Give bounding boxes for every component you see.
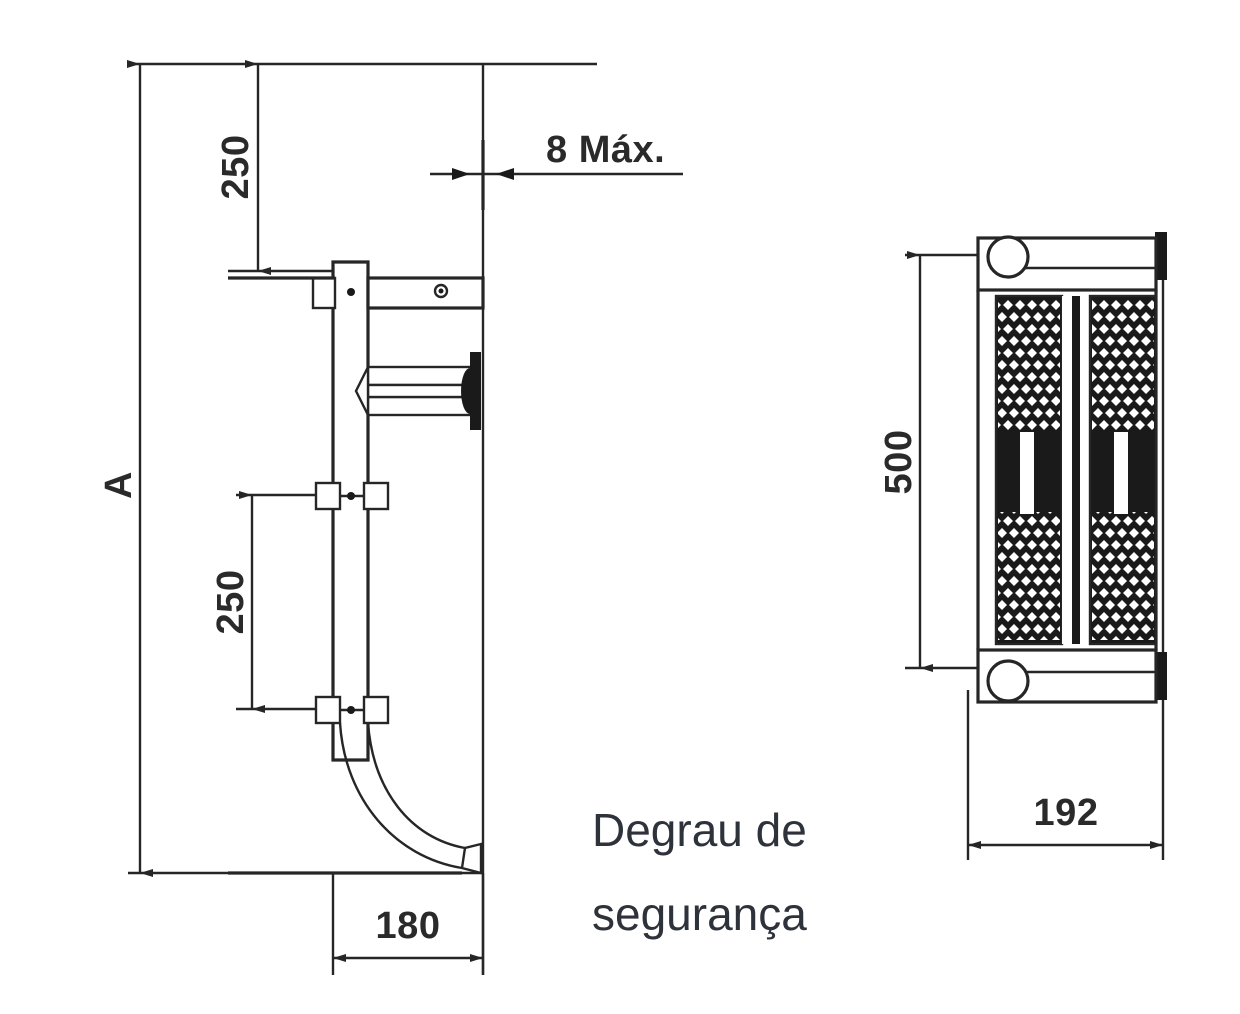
- curve-outer-edge: [338, 722, 463, 870]
- curved-support-arm: [228, 722, 483, 875]
- dimension-8-max: 8 Máx.: [430, 129, 683, 210]
- dimension-8max-arrow-left: [452, 168, 470, 180]
- tread-nose: [354, 366, 370, 416]
- grating-bar-right: [1088, 294, 1158, 646]
- dimension-mid250-label: 250: [210, 570, 252, 635]
- grating-center-gap-right: [1080, 296, 1090, 644]
- side-elevation-view: A 250 8 Máx. 250: [98, 60, 683, 975]
- fastener-upper-center-dot: [347, 492, 355, 500]
- grating-left-slot: [1020, 432, 1034, 514]
- bracket-arm: [366, 276, 485, 310]
- tread-lower-plate: [366, 395, 474, 417]
- ladder-stile: [331, 260, 370, 762]
- fastener-upper: [314, 481, 390, 511]
- grating-left-top-mesh: [998, 300, 1060, 430]
- fastener-lower-left-nut: [314, 695, 342, 725]
- front-bottom-rail: [976, 648, 1158, 704]
- fastener-lower-right-nut: [362, 695, 390, 725]
- bracket-center-dot: [347, 288, 355, 296]
- front-wall-plate-top: [1155, 232, 1167, 280]
- grating-right-top-mesh: [1092, 300, 1154, 430]
- front-elevation-view: 500 192: [878, 232, 1167, 860]
- step-tread-assembly: [354, 352, 481, 430]
- dimension-A-label: A: [98, 471, 140, 499]
- dimension-8max-label: 8 Máx.: [546, 129, 665, 171]
- dimension-500: 500: [878, 251, 1000, 672]
- front-wall-plate-bottom: [1155, 652, 1167, 700]
- bracket-left-tab: [311, 276, 337, 310]
- dimension-A: A: [98, 60, 153, 877]
- dimension-180: 180: [331, 873, 485, 975]
- grating-bar-left: [994, 294, 1064, 646]
- bracket-bolt-hole-center: [438, 288, 444, 294]
- curve-end-fitting: [460, 842, 483, 875]
- dimension-8max-arrow-right: [496, 168, 514, 180]
- tread-web: [366, 383, 474, 399]
- caption-block: Degrau de segurança: [592, 804, 807, 940]
- stile-body: [331, 260, 370, 762]
- fastener-upper-right-nut: [362, 481, 390, 511]
- dimension-top-250: 250: [215, 60, 340, 275]
- grating-center-web: [1072, 296, 1080, 644]
- fastener-upper-left-nut: [314, 481, 342, 511]
- tread-upper-plate: [366, 365, 474, 387]
- dimension-192-label: 192: [1034, 792, 1099, 834]
- front-top-rail: [976, 235, 1158, 292]
- grating-right-bottom-mesh: [1092, 512, 1154, 640]
- dimension-top250-label: 250: [215, 135, 257, 200]
- caption-line-2: segurança: [592, 888, 807, 940]
- bottom-rail-round-bar-end: [986, 659, 1030, 703]
- dimension-500-label: 500: [878, 430, 920, 495]
- tread-weld-bead: [461, 368, 479, 414]
- dimension-180-label: 180: [376, 905, 441, 947]
- fastener-lower-center-dot: [347, 706, 355, 714]
- grating-left-bottom-mesh: [998, 512, 1060, 640]
- dimension-192: 192: [966, 690, 1165, 860]
- grating-right-slot: [1114, 432, 1128, 514]
- fastener-lower: [314, 695, 390, 725]
- caption-line-1: Degrau de: [592, 804, 807, 856]
- top-mounting-bracket: [228, 276, 485, 310]
- top-rail-round-bar-end: [986, 235, 1030, 279]
- curve-inner-edge: [366, 722, 466, 850]
- grating-center-gap-left: [1062, 296, 1072, 644]
- grating-right-outline: [1088, 294, 1158, 646]
